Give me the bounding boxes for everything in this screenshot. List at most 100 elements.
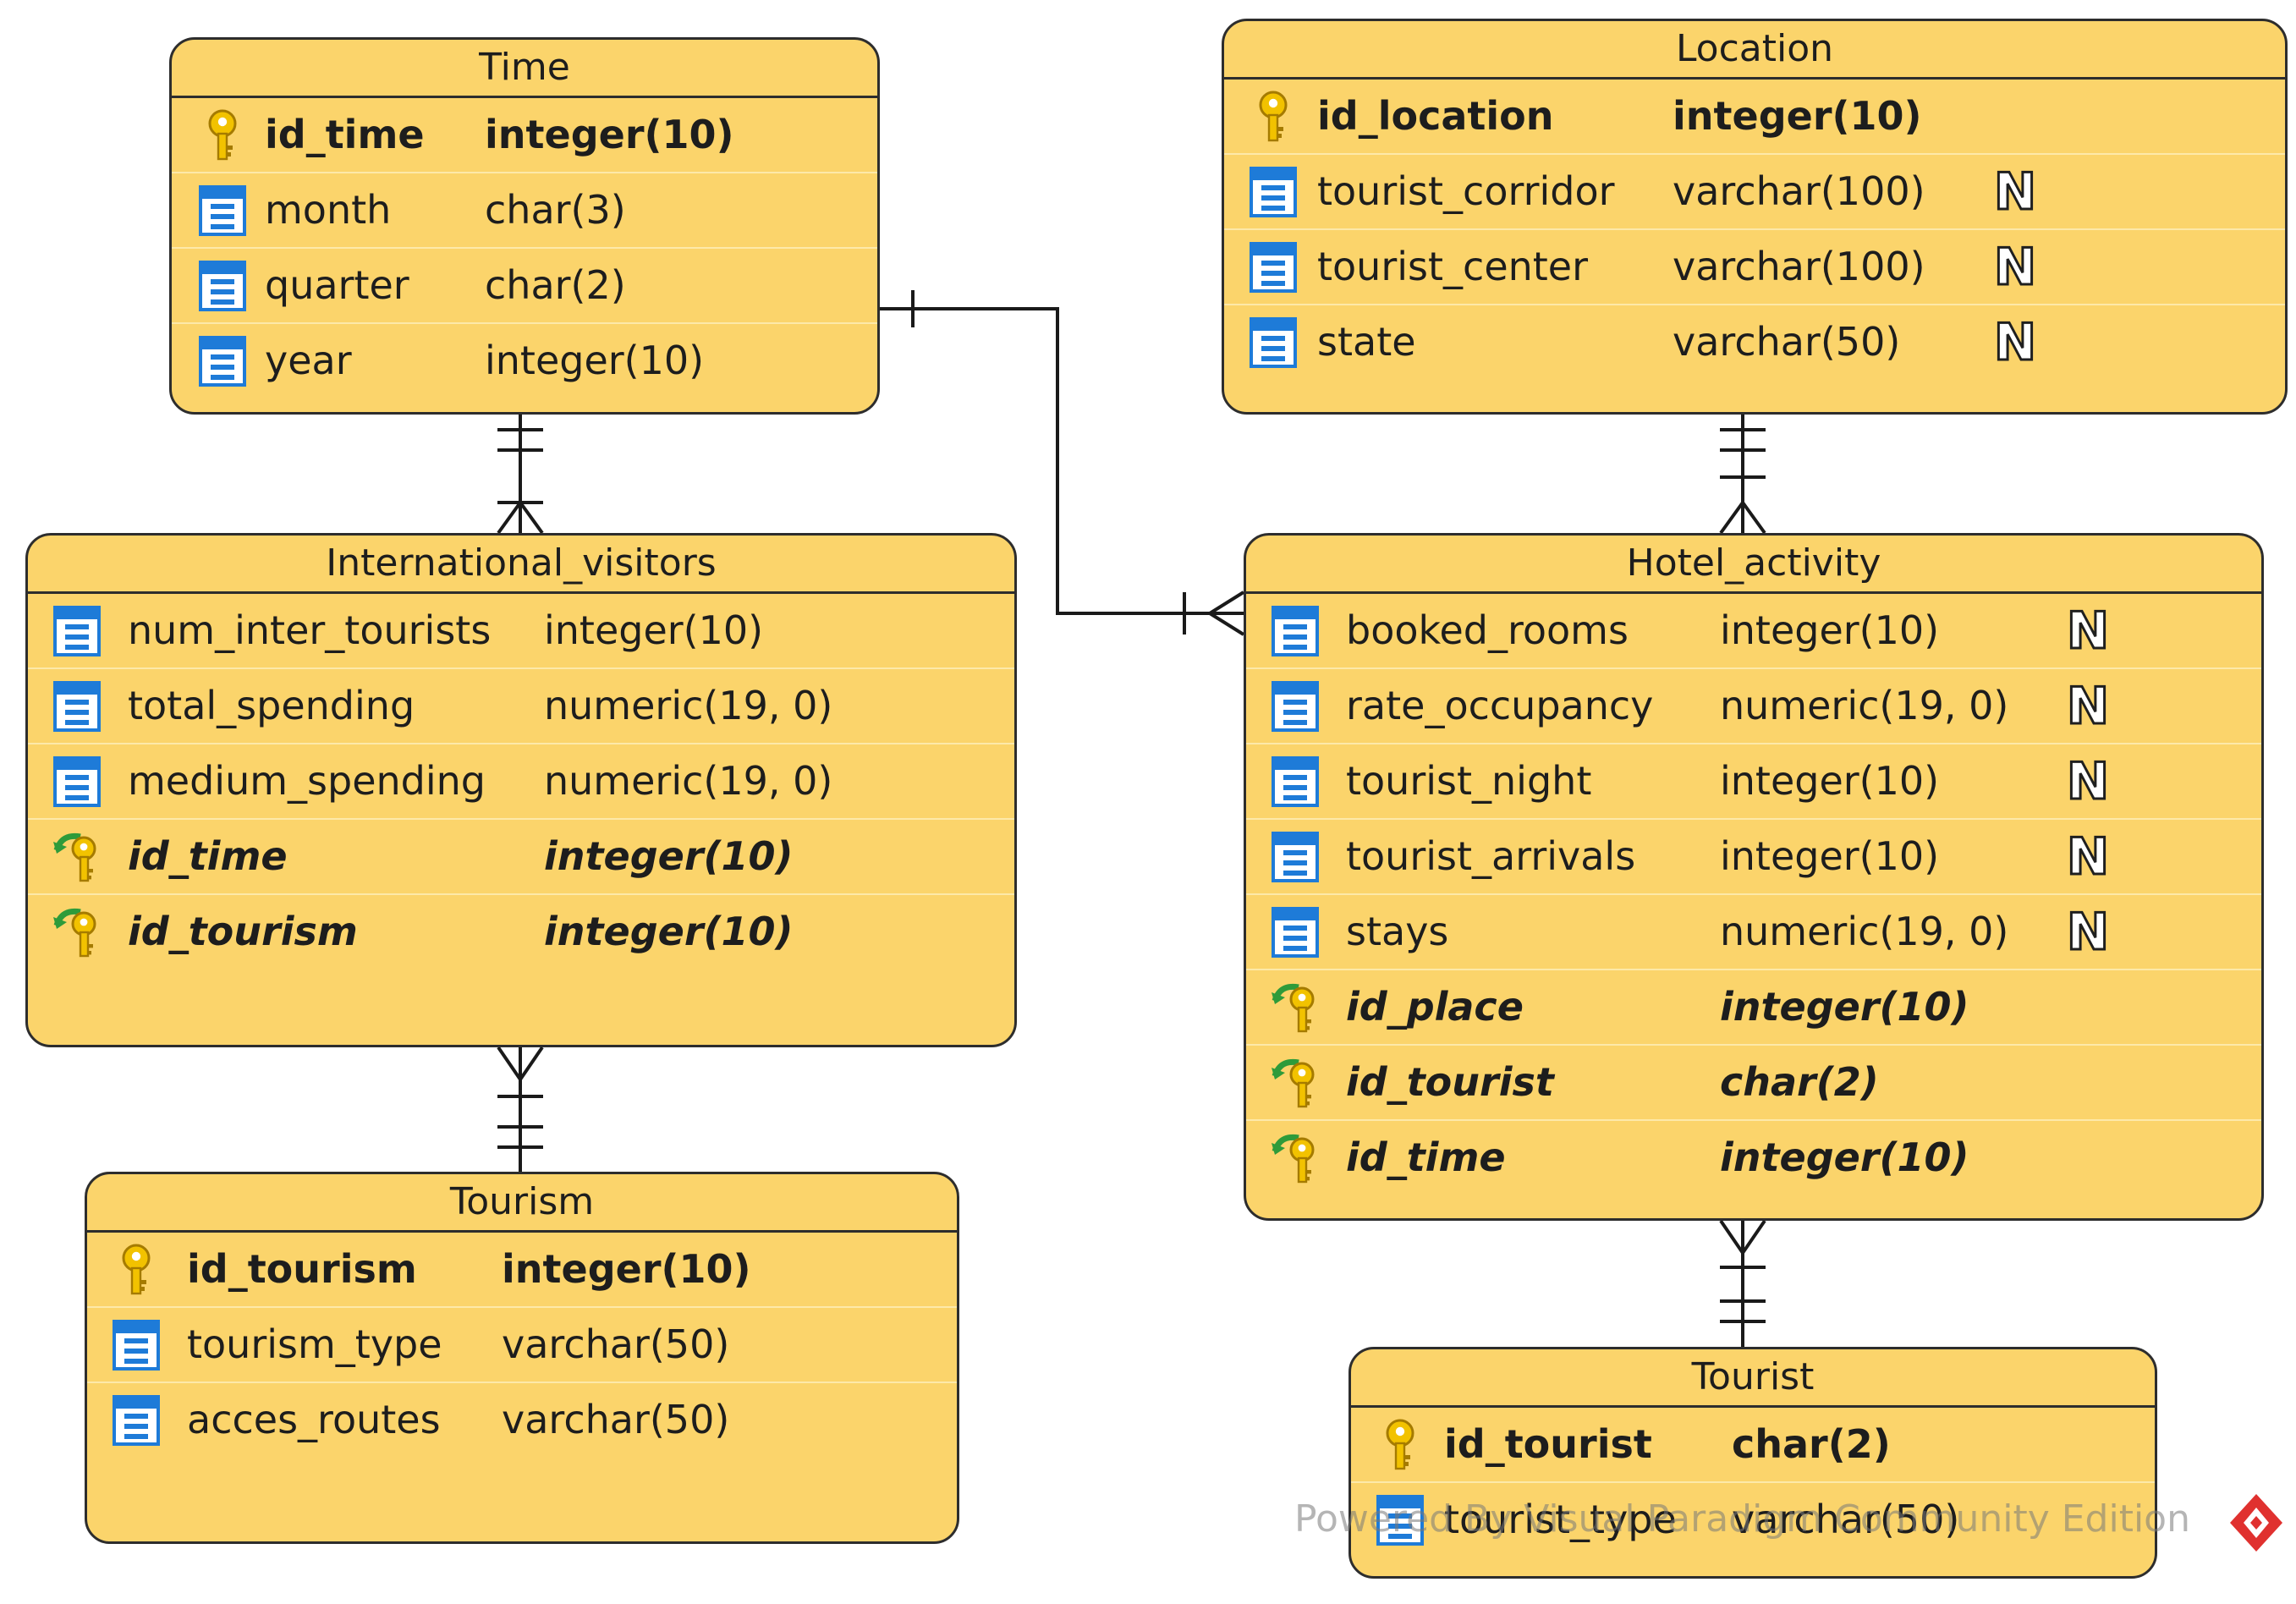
nullable-icon: N bbox=[2065, 903, 2110, 962]
column-name: total_spending bbox=[128, 683, 415, 728]
nullable-icon: N bbox=[1992, 238, 2037, 297]
entity-title[interactable]: International_visitors bbox=[28, 536, 1014, 594]
foreign-key-icon bbox=[52, 905, 102, 959]
column-name: tourism_type bbox=[187, 1321, 442, 1367]
entity-tourism[interactable]: Tourism id_tourism integer(10) tourism_type… bbox=[85, 1172, 959, 1544]
primary-key-icon bbox=[1248, 90, 1299, 144]
nullable-icon: N bbox=[1992, 162, 2037, 222]
column-row-total-spending[interactable]: total_spending numeric(19, 0) bbox=[28, 669, 1014, 744]
column-name: id_tourist bbox=[1444, 1421, 1652, 1467]
column-type: integer(10) bbox=[544, 833, 794, 879]
column-type: integer(10) bbox=[1720, 833, 1940, 879]
column-row-medium-spending[interactable]: medium_spending numeric(19, 0) bbox=[28, 744, 1014, 820]
column-type: integer(10) bbox=[485, 112, 734, 157]
column-name: id_time bbox=[1346, 1134, 1506, 1180]
column-name: year bbox=[265, 338, 352, 383]
column-row-id-tourism[interactable]: id_tourism integer(10) bbox=[87, 1233, 957, 1308]
column-icon bbox=[1248, 165, 1299, 219]
column-icon bbox=[1270, 830, 1321, 884]
column-type: numeric(19, 0) bbox=[544, 683, 833, 728]
foreign-key-icon bbox=[1270, 1056, 1321, 1110]
column-name: medium_spending bbox=[128, 758, 486, 804]
column-type: integer(10) bbox=[502, 1246, 751, 1292]
column-type: numeric(19, 0) bbox=[1720, 909, 2009, 954]
column-row-id-time[interactable]: id_time integer(10) bbox=[172, 98, 877, 173]
foreign-key-icon bbox=[1270, 1131, 1321, 1185]
column-type: varchar(50) bbox=[1673, 319, 1901, 365]
entity-title[interactable]: Tourism bbox=[87, 1174, 957, 1233]
column-name: id_tourism bbox=[187, 1246, 417, 1292]
column-type: integer(10) bbox=[544, 909, 794, 954]
column-name: month bbox=[265, 187, 392, 233]
column-name: rate_occupancy bbox=[1346, 683, 1654, 728]
column-name: num_inter_tourists bbox=[128, 607, 492, 653]
entity-title[interactable]: Time bbox=[172, 40, 877, 98]
column-row-tourist-corridor[interactable]: tourist_corridor varchar(100) N bbox=[1224, 155, 2285, 230]
column-icon bbox=[111, 1393, 162, 1447]
watermark-text: Powered By Visual Paradigm Community Edi… bbox=[1294, 1497, 2190, 1541]
nullable-icon: N bbox=[2065, 602, 2110, 661]
column-row-month[interactable]: month char(3) bbox=[172, 173, 877, 249]
column-name: tourist_night bbox=[1346, 758, 1592, 804]
column-name: acces_routes bbox=[187, 1397, 441, 1442]
column-name: id_tourism bbox=[128, 909, 358, 954]
column-row-id-tourism[interactable]: id_tourism integer(10) bbox=[28, 895, 1014, 969]
column-type: integer(10) bbox=[1720, 758, 1940, 804]
column-name: id_place bbox=[1346, 984, 1524, 1030]
column-icon bbox=[1270, 905, 1321, 959]
column-type: varchar(50) bbox=[502, 1397, 730, 1442]
entity-title[interactable]: Hotel_activity bbox=[1246, 536, 2261, 594]
column-icon bbox=[111, 1318, 162, 1372]
column-name: id_tourist bbox=[1346, 1059, 1554, 1105]
column-name: id_time bbox=[265, 112, 425, 157]
column-type: char(2) bbox=[485, 262, 626, 308]
entity-title[interactable]: Location bbox=[1224, 21, 2285, 80]
column-type: varchar(100) bbox=[1673, 168, 1925, 214]
column-row-acces-routes[interactable]: acces_routes varchar(50) bbox=[87, 1383, 957, 1457]
column-icon bbox=[1375, 1493, 1425, 1547]
column-icon bbox=[1270, 604, 1321, 658]
column-icon bbox=[197, 259, 248, 313]
entity-title[interactable]: Tourist bbox=[1351, 1349, 2155, 1408]
column-name: tourist_center bbox=[1317, 244, 1589, 289]
column-name: id_time bbox=[128, 833, 288, 879]
column-type: numeric(19, 0) bbox=[544, 758, 833, 804]
nullable-icon: N bbox=[2065, 827, 2110, 887]
nullable-icon: N bbox=[2065, 677, 2110, 736]
column-icon bbox=[52, 755, 102, 809]
primary-key-icon bbox=[197, 108, 248, 162]
column-type: integer(10) bbox=[1673, 93, 1922, 139]
column-type: varchar(50) bbox=[1732, 1497, 1960, 1542]
column-type: char(3) bbox=[485, 187, 626, 233]
column-row-id-time[interactable]: id_time integer(10) bbox=[28, 820, 1014, 895]
column-icon bbox=[1248, 316, 1299, 370]
column-name: tourist_corridor bbox=[1317, 168, 1615, 214]
column-name: state bbox=[1317, 319, 1416, 365]
primary-key-icon bbox=[111, 1243, 162, 1297]
column-icon bbox=[1248, 240, 1299, 294]
column-icon bbox=[1270, 755, 1321, 809]
entity-time[interactable]: Time id_time integer(10) month char(3) quarte… bbox=[169, 37, 880, 415]
